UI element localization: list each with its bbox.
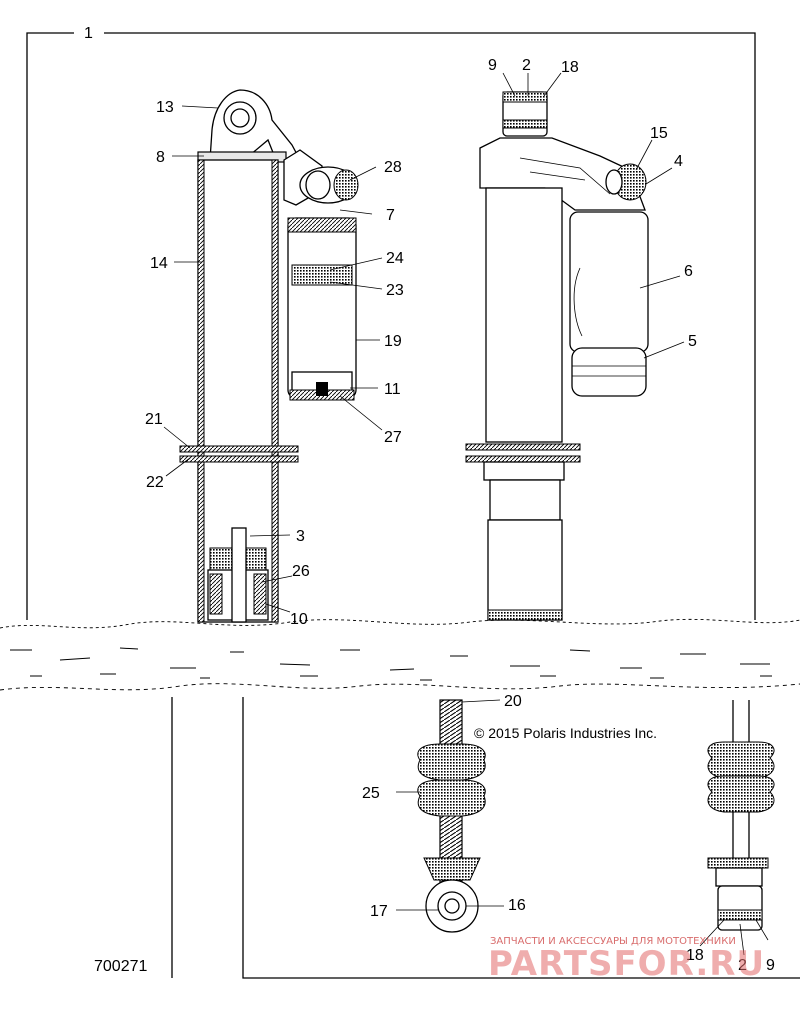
callout-25: 25: [362, 785, 380, 802]
callout-15: 15: [650, 125, 668, 142]
callout-14: 14: [150, 255, 168, 272]
callout-9-bottom: 9: [766, 957, 775, 974]
right-shock-exterior: [465, 91, 649, 621]
watermark-tagline: ЗАПЧАСТИ И АКСЕССУАРЫ ДЛЯ МОТОТЕХНИКИ: [490, 936, 736, 947]
callout-7: 7: [386, 207, 395, 224]
callout-20: 20: [504, 693, 522, 710]
watermark-brand: PARTSFOR.RU: [488, 944, 765, 984]
callouts: 1 13 8 14 28 7 24 23 19 11 27 21 22 3 26…: [84, 25, 775, 974]
callout-19: 19: [384, 333, 402, 350]
callout-27: 27: [384, 429, 402, 446]
callout-17: 17: [370, 903, 388, 920]
callout-10: 10: [290, 611, 308, 628]
left-shock-cutaway: [179, 89, 359, 623]
callout-22: 22: [146, 474, 164, 491]
callout-21: 21: [145, 411, 163, 428]
lower-right-shaft: [707, 700, 775, 931]
callout-9-top: 9: [488, 57, 497, 74]
callout-6: 6: [684, 263, 693, 280]
callout-2-bottom: 2: [738, 957, 747, 974]
callout-18-top: 18: [561, 59, 579, 76]
callout-5: 5: [688, 333, 697, 350]
callout-4: 4: [674, 153, 683, 170]
callout-23: 23: [386, 282, 404, 299]
callout-18-bottom: 18: [686, 947, 704, 964]
diagram-frame: [26, 32, 800, 979]
copyright-text: © 2015 Polaris Industries Inc.: [474, 725, 657, 741]
callout-8: 8: [156, 149, 165, 166]
callout-16: 16: [508, 897, 526, 914]
callout-2-top: 2: [522, 57, 531, 74]
break-band: [0, 618, 800, 691]
lower-left-shaft: [417, 699, 486, 933]
callout-28: 28: [384, 159, 402, 176]
callout-1: 1: [84, 25, 93, 42]
callout-26: 26: [292, 563, 310, 580]
callout-13: 13: [156, 99, 174, 116]
callout-3: 3: [296, 528, 305, 545]
callout-24: 24: [386, 250, 404, 267]
leader-lines: [163, 72, 769, 956]
diagram-id: 700271: [94, 958, 147, 975]
watermark-logo: ЗАПЧАСТИ И АКСЕССУАРЫ ДЛЯ МОТОТЕХНИКИ PA…: [488, 936, 765, 984]
callout-11: 11: [384, 381, 401, 398]
